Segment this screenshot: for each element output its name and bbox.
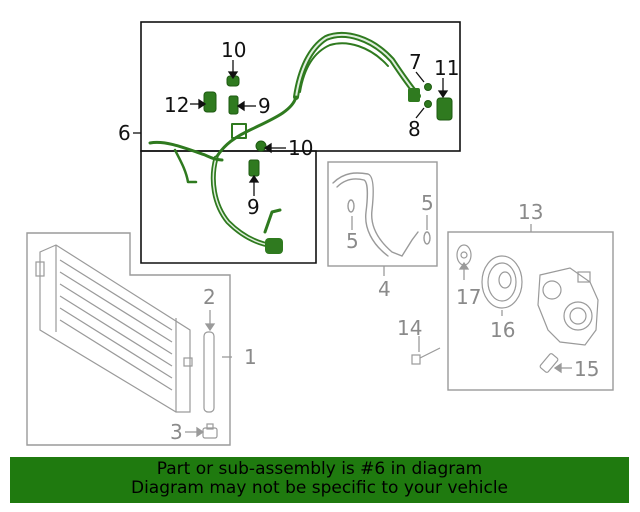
callout-12: 12	[164, 93, 189, 117]
group-box-1	[26, 232, 231, 446]
callout-15: 15	[574, 357, 599, 381]
callout-9-top: 9	[258, 94, 271, 118]
pulley-16	[481, 255, 523, 309]
callout-5-left: 5	[346, 229, 359, 253]
notice-line-1: Part or sub-assembly is #6 in diagram	[156, 459, 483, 479]
bolt-part-14	[411, 347, 441, 365]
receiver-drier-2	[203, 331, 215, 413]
small-parts-6	[203, 75, 453, 177]
seal-part-10-mid	[255, 140, 267, 152]
leader-lines-grey	[185, 215, 572, 438]
callout-5-right: 5	[421, 191, 434, 215]
leader-lines-dark	[133, 60, 449, 196]
liquid-line-4	[332, 172, 431, 257]
callout-4: 4	[378, 277, 391, 301]
valve-part-15	[539, 353, 559, 373]
oring-part-8	[424, 100, 432, 108]
callout-16: 16	[490, 318, 515, 342]
group-box-4	[327, 161, 438, 267]
callout-10-mid: 10	[288, 136, 313, 160]
callout-7: 7	[409, 50, 422, 74]
notice-line-2: Diagram may not be specific to your vehi…	[130, 478, 508, 498]
group-box-6-lower	[140, 150, 317, 264]
condenser-1	[35, 244, 193, 413]
callout-14: 14	[397, 316, 422, 340]
notice-banner: Part or sub-assembly is #6 in diagram Di…	[10, 457, 629, 503]
callout-8: 8	[408, 117, 421, 141]
callout-3: 3	[170, 420, 183, 444]
oring-part-7	[424, 83, 432, 91]
callout-6: 6	[118, 121, 131, 145]
callout-1: 1	[244, 345, 257, 369]
pressure-switch-11	[436, 97, 453, 121]
callout-17: 17	[456, 285, 481, 309]
callout-13: 13	[518, 200, 543, 224]
callout-9-mid: 9	[247, 195, 260, 219]
valve-part-9-top	[228, 95, 239, 115]
ac-hose-assembly-6	[148, 32, 421, 254]
cap-part-12	[203, 91, 217, 113]
plug-part-3	[202, 423, 218, 439]
callout-11: 11	[434, 56, 459, 80]
valve-part-9-mid	[248, 159, 260, 177]
compressor-13	[537, 267, 599, 346]
callout-10-top: 10	[221, 38, 246, 62]
callout-2: 2	[203, 285, 216, 309]
